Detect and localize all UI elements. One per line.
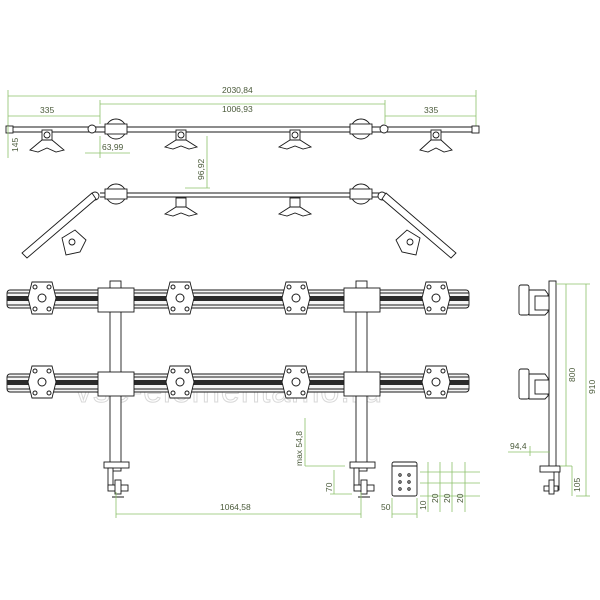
vesa-plate xyxy=(165,365,195,399)
upper-rail xyxy=(6,289,470,309)
dim-side-105: 105 xyxy=(572,478,582,492)
dim-depth-96: 96,92 xyxy=(196,158,206,180)
dim-height-145: 145 xyxy=(10,138,20,152)
vesa-plate xyxy=(281,365,311,399)
dim-overall-width: 2030,84 xyxy=(222,85,253,95)
dim-clamp-10: 10 xyxy=(418,500,428,510)
dim-clamp-20c: 20 xyxy=(455,493,465,503)
top-view-angled xyxy=(21,183,457,259)
dim-center-span: 1006,93 xyxy=(222,104,253,114)
side-view: 800 910 94,4 105 xyxy=(508,280,597,497)
vesa-plate xyxy=(165,281,195,315)
dim-max-54: max 54,8 xyxy=(294,431,304,466)
mount-head xyxy=(419,129,453,153)
clamp-detail: 50 10 20 20 20 xyxy=(381,461,480,518)
dim-clamp-70: 70 xyxy=(324,482,334,492)
lower-rail xyxy=(6,373,470,393)
desk-clamp xyxy=(103,461,130,498)
dim-clamp-20a: 20 xyxy=(430,493,440,503)
dim-left-arm: 335 xyxy=(40,105,54,115)
dim-side-94: 94,4 xyxy=(510,441,527,451)
dim-offset-63: 63,99 xyxy=(102,142,124,152)
dim-right-arm: 335 xyxy=(424,105,438,115)
dim-post-spacing: 1064,58 xyxy=(220,502,251,512)
vesa-plate xyxy=(27,365,57,399)
dim-clamp-20b: 20 xyxy=(442,493,452,503)
mount-head xyxy=(163,129,199,150)
vesa-plate xyxy=(27,281,57,315)
vesa-plate xyxy=(421,281,451,315)
dim-side-910: 910 xyxy=(587,380,597,394)
mount-head xyxy=(277,197,313,217)
mount-head xyxy=(163,197,199,217)
mount-head xyxy=(29,129,65,153)
dim-clamp-50: 50 xyxy=(381,502,391,512)
vesa-plate xyxy=(421,365,451,399)
vesa-plate xyxy=(281,281,311,315)
dim-side-800: 800 xyxy=(567,368,577,382)
front-view: 1064,58 max 54,8 70 xyxy=(6,280,470,518)
desk-clamp xyxy=(349,461,376,498)
mount-head xyxy=(277,129,313,150)
top-view-straight: 2030,84 335 1006,93 335 xyxy=(5,85,480,189)
